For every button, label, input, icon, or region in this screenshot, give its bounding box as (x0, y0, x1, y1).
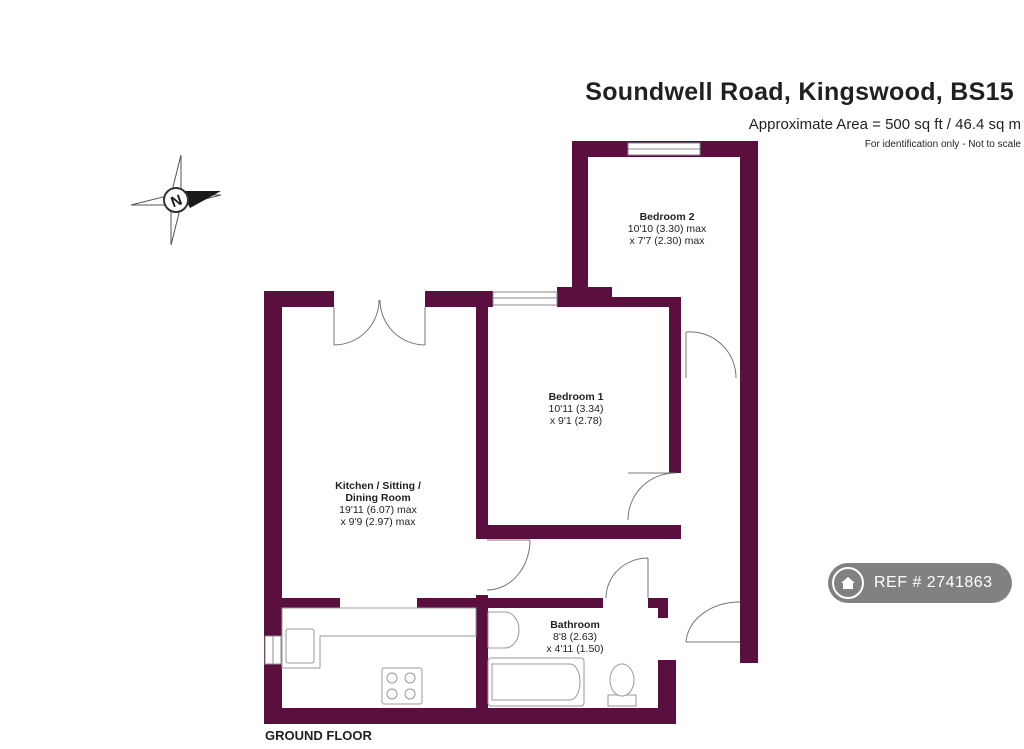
room-dimension: 10'11 (3.34) (548, 403, 604, 415)
room-dimension: 8'8 (2.63) (552, 631, 598, 643)
room-name: Dining Room (345, 492, 411, 504)
basin (487, 611, 520, 649)
bathroom-label: Bathroom 8'8 (2.63) x 4'11 (1.50) (525, 619, 625, 655)
approximate-area: Approximate Area = 500 sq ft / 46.4 sq m (748, 116, 1021, 133)
room-dimension: x 7'7 (2.30) max (629, 235, 705, 247)
room-name: Bedroom 2 (639, 211, 695, 223)
bedroom-1-label: Bedroom 1 10'11 (3.34) x 9'1 (2.78) (526, 391, 626, 427)
kitchen-sitting-dining-label: Kitchen / Sitting / Dining Room 19'11 (6… (318, 480, 438, 528)
toilet-cistern (607, 694, 637, 707)
room-dimension: 10'10 (3.30) max (627, 223, 707, 235)
fixtures (281, 607, 637, 707)
walls (264, 141, 758, 724)
home-icon (832, 567, 864, 599)
floor-label: GROUND FLOOR (265, 728, 372, 743)
room-name: Bedroom 1 (548, 391, 604, 403)
reference-badge: REF # 2741863 (828, 563, 1012, 603)
bedroom-2-label: Bedroom 2 10'10 (3.30) max x 7'7 (2.30) … (617, 211, 717, 247)
room-dimension: x 9'9 (2.97) max (340, 516, 416, 528)
property-title: Soundwell Road, Kingswood, BS15 (585, 78, 1014, 106)
room-dimension: x 9'1 (2.78) (549, 415, 603, 427)
windows (264, 142, 701, 665)
compass-icon: N (130, 154, 222, 246)
hob (381, 667, 423, 705)
scale-note: For identification only - Not to scale (864, 139, 1021, 150)
room-name: Kitchen / Sitting / (335, 480, 421, 492)
room-name: Bathroom (550, 619, 600, 631)
reference-number: REF # 2741863 (874, 574, 993, 591)
door-swings (333, 299, 741, 643)
room-dimension: 19'11 (6.07) max (339, 504, 417, 516)
room-dimension: x 4'11 (1.50) (546, 643, 604, 655)
kitchen-sink (285, 628, 315, 664)
toilet (609, 663, 635, 697)
